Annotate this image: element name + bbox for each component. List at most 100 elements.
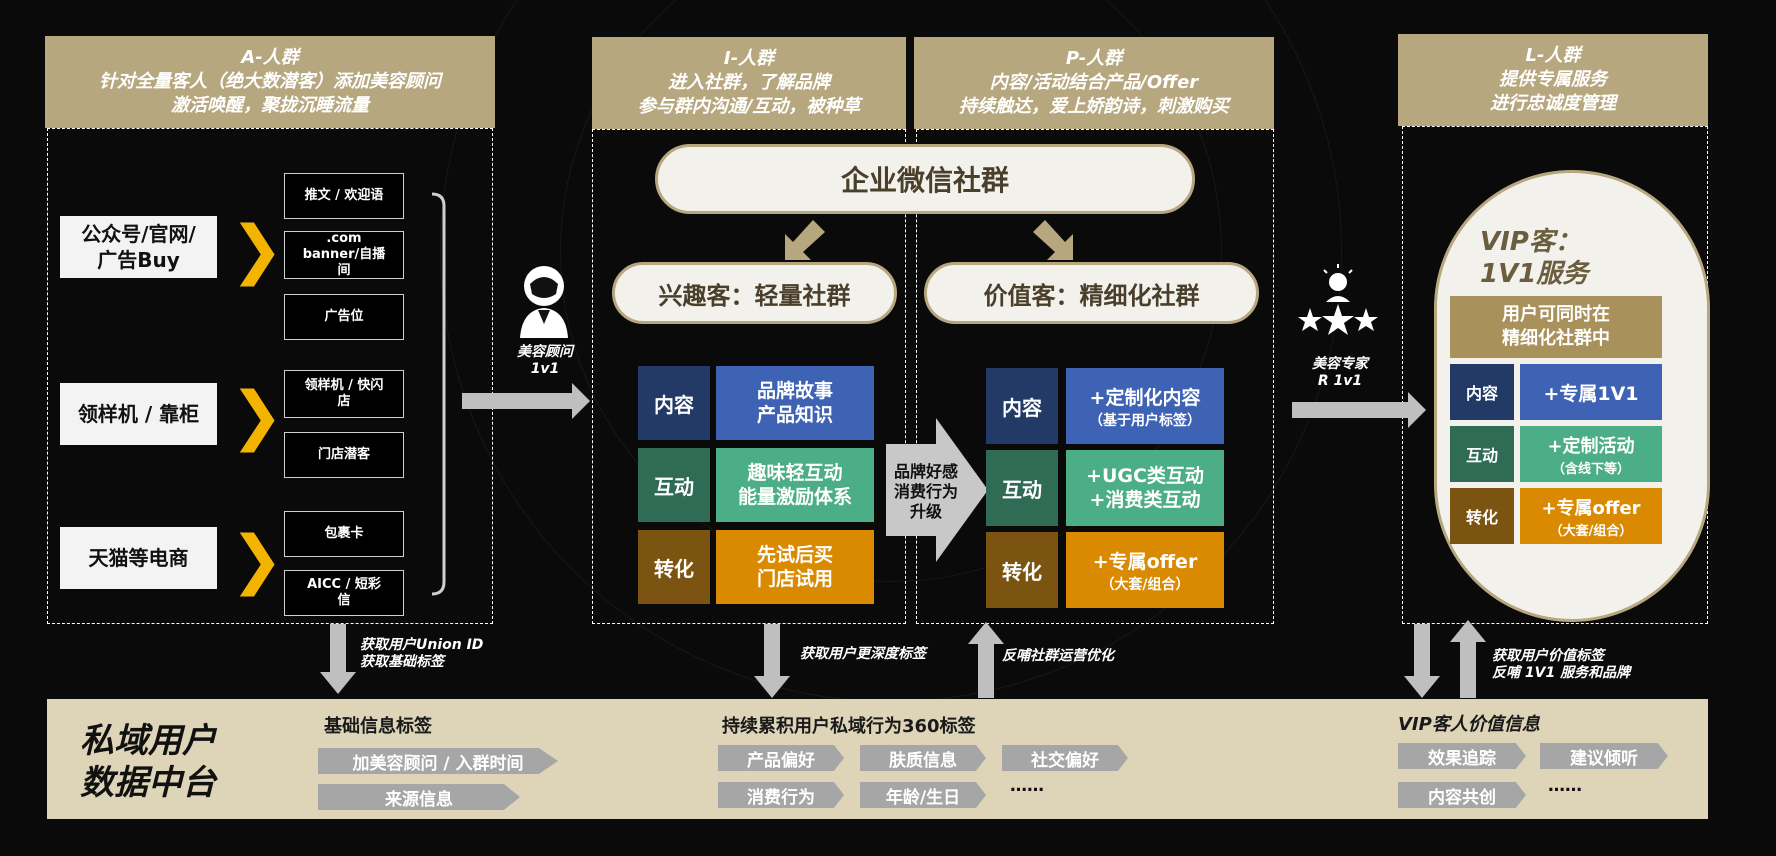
vip-title: VIP客： 1V1服务 <box>1480 226 1588 290</box>
channel-box: 门店潜客 <box>284 432 404 478</box>
flow-p-label: 反哺社群运营优化 <box>1002 648 1114 664</box>
chevron-right-icon: ❯ <box>230 379 284 453</box>
advisor-person-icon <box>520 266 568 338</box>
stage-p-line1: 内容/活动结合产品/Offer <box>989 72 1199 93</box>
upgrade-arrow-icon <box>886 418 988 562</box>
vip-conversion-sub: （大套/组合） <box>1549 523 1633 539</box>
channel-box: 广告位 <box>284 294 404 340</box>
vip-value-interaction: +定制活动 （含线下等） <box>1520 426 1662 482</box>
arrow-down-icon <box>754 624 790 698</box>
vip-info-tag: 建议倾听 <box>1540 743 1668 769</box>
channel-box: 包裹卡 <box>284 511 404 557</box>
arrow-up-icon <box>1450 620 1486 698</box>
arrow-down-left-icon <box>785 220 825 260</box>
behavior-tag: 肤质信息 <box>860 745 986 771</box>
advisor-label-1: 美容顾问 <box>517 344 573 360</box>
source-box-counter: 领样机 / 靠柜 <box>60 383 217 445</box>
flow-a-label: 获取用户Union ID 获取基础标签 <box>360 637 484 670</box>
interest-key-interaction: 互动 <box>638 448 710 522</box>
stage-i-title: I-人群 <box>723 48 775 69</box>
stage-p-header: P-人群 内容/活动结合产品/Offer 持续触达，爱上娇韵诗，刺激购买 <box>914 37 1274 129</box>
value-value-content: +定制化内容 （基于用户标签） <box>1066 368 1224 444</box>
behavior-tag: 消费行为 <box>718 782 844 808</box>
stage-a-line1: 针对全量客人（绝大数潜客）添加美容顾问 <box>99 71 441 92</box>
platform-title: 私域用户 数据中台 <box>80 721 216 803</box>
interest-value-content: 品牌故事 产品知识 <box>716 366 874 440</box>
source-box-ecommerce: 天猫等电商 <box>60 527 217 589</box>
value-conversion-main: +专属offer <box>1092 550 1198 573</box>
vip-info-head: VIP客人价值信息 <box>1398 714 1540 735</box>
behavior-tag: 产品偏好 <box>718 745 844 771</box>
basic-tag: 来源信息 <box>318 784 520 810</box>
vip-conversion-main: +专属offer <box>1541 497 1641 519</box>
value-conversion-sub: （大套/组合） <box>1100 576 1190 593</box>
behavior-tags-head: 持续累积用户私域行为360标签 <box>722 716 976 737</box>
arrow-up-icon <box>968 622 1004 698</box>
stage-l-header: L-人群 提供专属服务 进行忠诚度管理 <box>1398 34 1708 126</box>
channel-box: .com banner/自播 间 <box>284 231 404 279</box>
vip-interaction-sub: （含线下等） <box>1551 461 1630 477</box>
interest-key-conversion: 转化 <box>638 530 710 604</box>
basic-tags-head: 基础信息标签 <box>324 716 432 737</box>
stage-i-line1: 进入社群，了解品牌 <box>668 72 830 93</box>
chevron-right-icon: ❯ <box>230 213 284 287</box>
upgrade-label: 品牌好感 消费行为 升级 <box>893 462 958 521</box>
interest-key-content: 内容 <box>638 366 710 440</box>
expert-stars-icon <box>1298 264 1378 335</box>
behavior-more: …… <box>1010 776 1044 796</box>
chevron-right-icon: ❯ <box>230 523 284 597</box>
stage-a-line2: 激活唤醒，聚拢沉睡流量 <box>171 95 369 116</box>
advisor-label-2: 1v1 <box>530 361 560 377</box>
flow-l-label: 获取用户价值标签 反哺 1V1 服务和品牌 <box>1492 648 1631 681</box>
vip-title-1: VIP客： <box>1480 227 1581 257</box>
arrow-right-icon <box>1292 392 1426 428</box>
vip-value-conversion: +专属offer （大套/组合） <box>1520 488 1662 544</box>
vip-info-more: …… <box>1548 776 1582 796</box>
interest-value-conversion: 先试后买 门店试用 <box>716 530 874 604</box>
source-box-media: 公众号/官网/ 广告Buy <box>60 216 217 278</box>
arrow-down-icon <box>320 624 356 694</box>
arrow-down-right-icon <box>1033 220 1073 260</box>
expert-label-1: 美容专家 <box>1312 356 1368 372</box>
expert-label: 美容专家 R 1v1 <box>1290 356 1390 390</box>
wecom-pill: 企业微信社群 <box>655 144 1195 214</box>
value-value-interaction: +UGC类互动 +消费类互动 <box>1066 450 1224 526</box>
behavior-tag: 年龄/生日 <box>860 782 986 808</box>
value-content-sub: （基于用户标签） <box>1089 412 1201 429</box>
arrow-right-icon <box>462 383 590 419</box>
stage-l-line2: 进行忠诚度管理 <box>1490 93 1616 114</box>
stage-i-header: I-人群 进入社群，了解品牌 参与群内沟通/互动，被种草 <box>592 37 906 129</box>
vip-note: 用户可同时在 精细化社群中 <box>1450 296 1662 358</box>
value-key-conversion: 转化 <box>986 532 1058 608</box>
vip-info-tag: 内容共创 <box>1398 782 1526 808</box>
behavior-tag: 社交偏好 <box>1002 745 1128 771</box>
stage-l-title: L-人群 <box>1525 45 1581 66</box>
basic-tag: 加美容顾问 / 入群时间 <box>318 748 558 774</box>
value-key-content: 内容 <box>986 368 1058 444</box>
stage-a-header: A-人群 针对全量客人（绝大数潜客）添加美容顾问 激活唤醒，聚拢沉睡流量 <box>45 36 495 128</box>
arrow-down-icon <box>1404 624 1440 698</box>
channel-box: AICC / 短彩 信 <box>284 570 404 616</box>
value-content-main: +定制化内容 <box>1089 386 1201 409</box>
stage-a-box <box>47 128 493 624</box>
vip-value-content: +专属1V1 <box>1520 364 1662 420</box>
vip-interaction-main: +定制活动 <box>1547 435 1635 457</box>
interest-pill: 兴趣客：轻量社群 <box>612 262 897 324</box>
channel-box: 领样机 / 快闪 店 <box>284 370 404 418</box>
interest-value-interaction: 趣味轻互动 能量激励体系 <box>716 448 874 522</box>
stage-p-title: P-人群 <box>1065 48 1123 69</box>
stage-p-line2: 持续触达，爱上娇韵诗，刺激购买 <box>959 96 1229 117</box>
advisor-label: 美容顾问 1v1 <box>500 344 590 378</box>
value-pill: 价值客：精细化社群 <box>924 262 1259 324</box>
vip-key-interaction: 互动 <box>1450 426 1514 482</box>
vip-info-tag: 效果追踪 <box>1398 743 1526 769</box>
bracket-connector <box>431 192 446 596</box>
stage-i-box <box>592 129 906 624</box>
vip-key-conversion: 转化 <box>1450 488 1514 544</box>
stage-a-title: A-人群 <box>241 47 299 68</box>
stage-i-line2: 参与群内沟通/互动，被种草 <box>637 96 861 117</box>
stage-p-box <box>916 129 1274 624</box>
vip-title-2: 1V1服务 <box>1480 259 1589 289</box>
flow-i-label: 获取用户更深度标签 <box>800 646 926 662</box>
channel-box: 推文 / 欢迎语 <box>284 173 404 219</box>
